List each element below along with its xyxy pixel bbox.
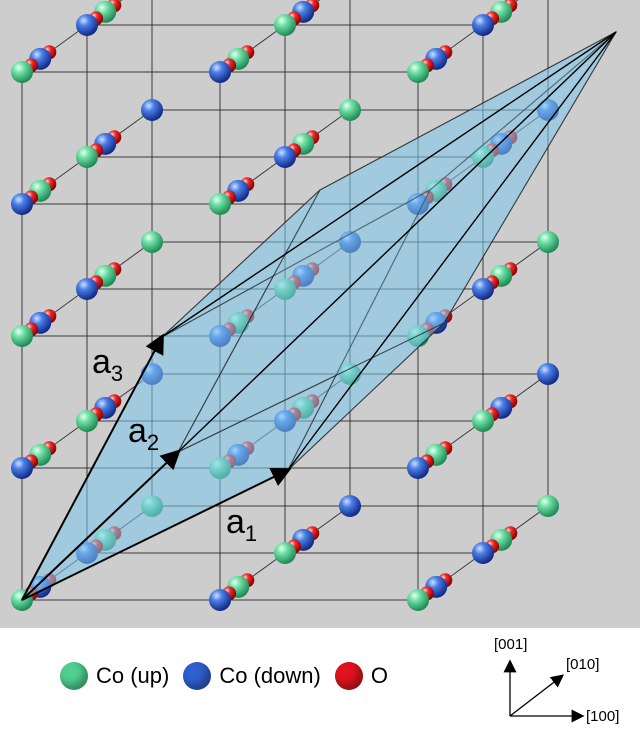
atom-co-up xyxy=(209,457,231,479)
axis-label-100: [100] xyxy=(586,708,620,725)
atom-co-up xyxy=(274,542,296,564)
atom-co-up xyxy=(407,589,429,611)
legend: Co (up) Co (down) O xyxy=(60,656,402,696)
atom-co-up xyxy=(537,231,559,253)
axis-010-arrow xyxy=(509,674,565,717)
atom-co-up xyxy=(472,410,494,432)
axis-label-010: [010] xyxy=(566,656,600,673)
atom-co-down xyxy=(209,325,231,347)
legend-label: Co (down) xyxy=(219,663,321,688)
atoms xyxy=(11,0,559,611)
atom-co-down xyxy=(76,542,98,564)
atom-co-down xyxy=(11,193,33,215)
legend-item-co-down: Co (down) xyxy=(183,662,321,690)
atom-co-down xyxy=(274,146,296,168)
vector-a3 xyxy=(21,333,164,601)
axis-label-001: [001] xyxy=(494,636,528,653)
legend-label: Co (up) xyxy=(96,663,170,688)
vector-label-a1: a1 xyxy=(226,503,258,546)
atom-co-down xyxy=(76,14,98,36)
vector-a2 xyxy=(21,449,181,601)
atom-co-down xyxy=(537,363,559,385)
axis-indicator xyxy=(503,659,585,723)
atom-co-down xyxy=(472,542,494,564)
atom-co-down xyxy=(407,457,429,479)
vector-a1 xyxy=(21,468,292,601)
atom-co-down xyxy=(472,278,494,300)
atom-co-down xyxy=(11,457,33,479)
atom-co-down xyxy=(274,410,296,432)
co-down-swatch xyxy=(183,662,212,690)
diagram-background xyxy=(0,0,640,628)
lattice-vectors xyxy=(21,31,617,601)
cell-edge xyxy=(287,31,617,471)
atom-co-up xyxy=(141,231,163,253)
legend-item-co-up: Co (up) xyxy=(60,662,169,690)
cell-edge xyxy=(177,31,617,453)
atom-co-up xyxy=(537,495,559,517)
atom-co-up xyxy=(76,410,98,432)
atom-co-up xyxy=(76,146,98,168)
atom-co-up xyxy=(11,325,33,347)
legend-item-oxygen: O xyxy=(334,662,388,690)
atom-co-down xyxy=(209,61,231,83)
atom-co-up xyxy=(141,495,163,517)
atom-co-down xyxy=(339,495,361,517)
atom-co-down xyxy=(141,99,163,121)
atom-co-down xyxy=(407,193,429,215)
atom-co-up xyxy=(407,61,429,83)
atom-co-up xyxy=(209,193,231,215)
atom-co-down xyxy=(472,14,494,36)
co-up-swatch xyxy=(60,662,88,690)
legend-label: O xyxy=(370,663,388,688)
atom-co-up xyxy=(274,278,296,300)
atom-co-down xyxy=(76,278,98,300)
atom-co-up xyxy=(472,146,494,168)
atom-co-up xyxy=(274,14,296,36)
atom-co-up xyxy=(11,61,33,83)
vector-label-a2: a2 xyxy=(128,412,160,455)
oxygen-swatch xyxy=(334,662,363,690)
atom-co-down xyxy=(141,363,163,385)
atom-co-down xyxy=(209,589,231,611)
vector-label-a3: a3 xyxy=(92,343,124,386)
cell-edge xyxy=(161,31,617,338)
lattice-lines xyxy=(21,0,549,601)
atom-co-up xyxy=(339,99,361,121)
